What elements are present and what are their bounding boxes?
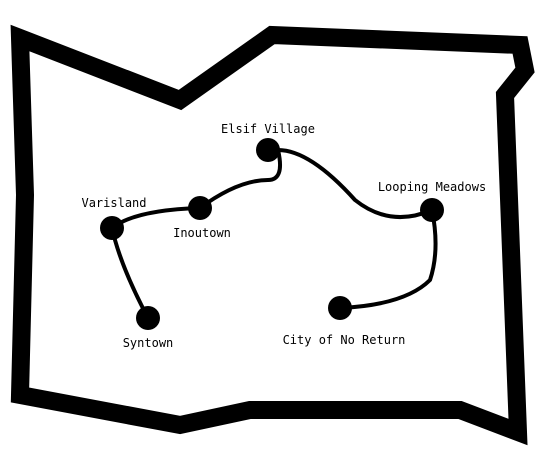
town-label-varisland: Varisland xyxy=(81,196,146,210)
town-marker-varisland[interactable] xyxy=(100,216,124,240)
town-marker-inoutown[interactable] xyxy=(188,196,212,220)
town-label-syntown: Syntown xyxy=(123,336,174,350)
town-label-looping-meadows: Looping Meadows xyxy=(378,180,486,194)
town-label-city-of-no-return: City of No Return xyxy=(283,333,406,347)
town-marker-elsif-village[interactable] xyxy=(256,138,280,162)
town-marker-syntown[interactable] xyxy=(136,306,160,330)
town-marker-city-of-no-return[interactable] xyxy=(328,296,352,320)
map-border xyxy=(10,24,535,446)
town-marker-looping-meadows[interactable] xyxy=(420,198,444,222)
town-label-elsif-village: Elsif Village xyxy=(221,122,315,136)
town-label-inoutown: Inoutown xyxy=(173,226,231,240)
